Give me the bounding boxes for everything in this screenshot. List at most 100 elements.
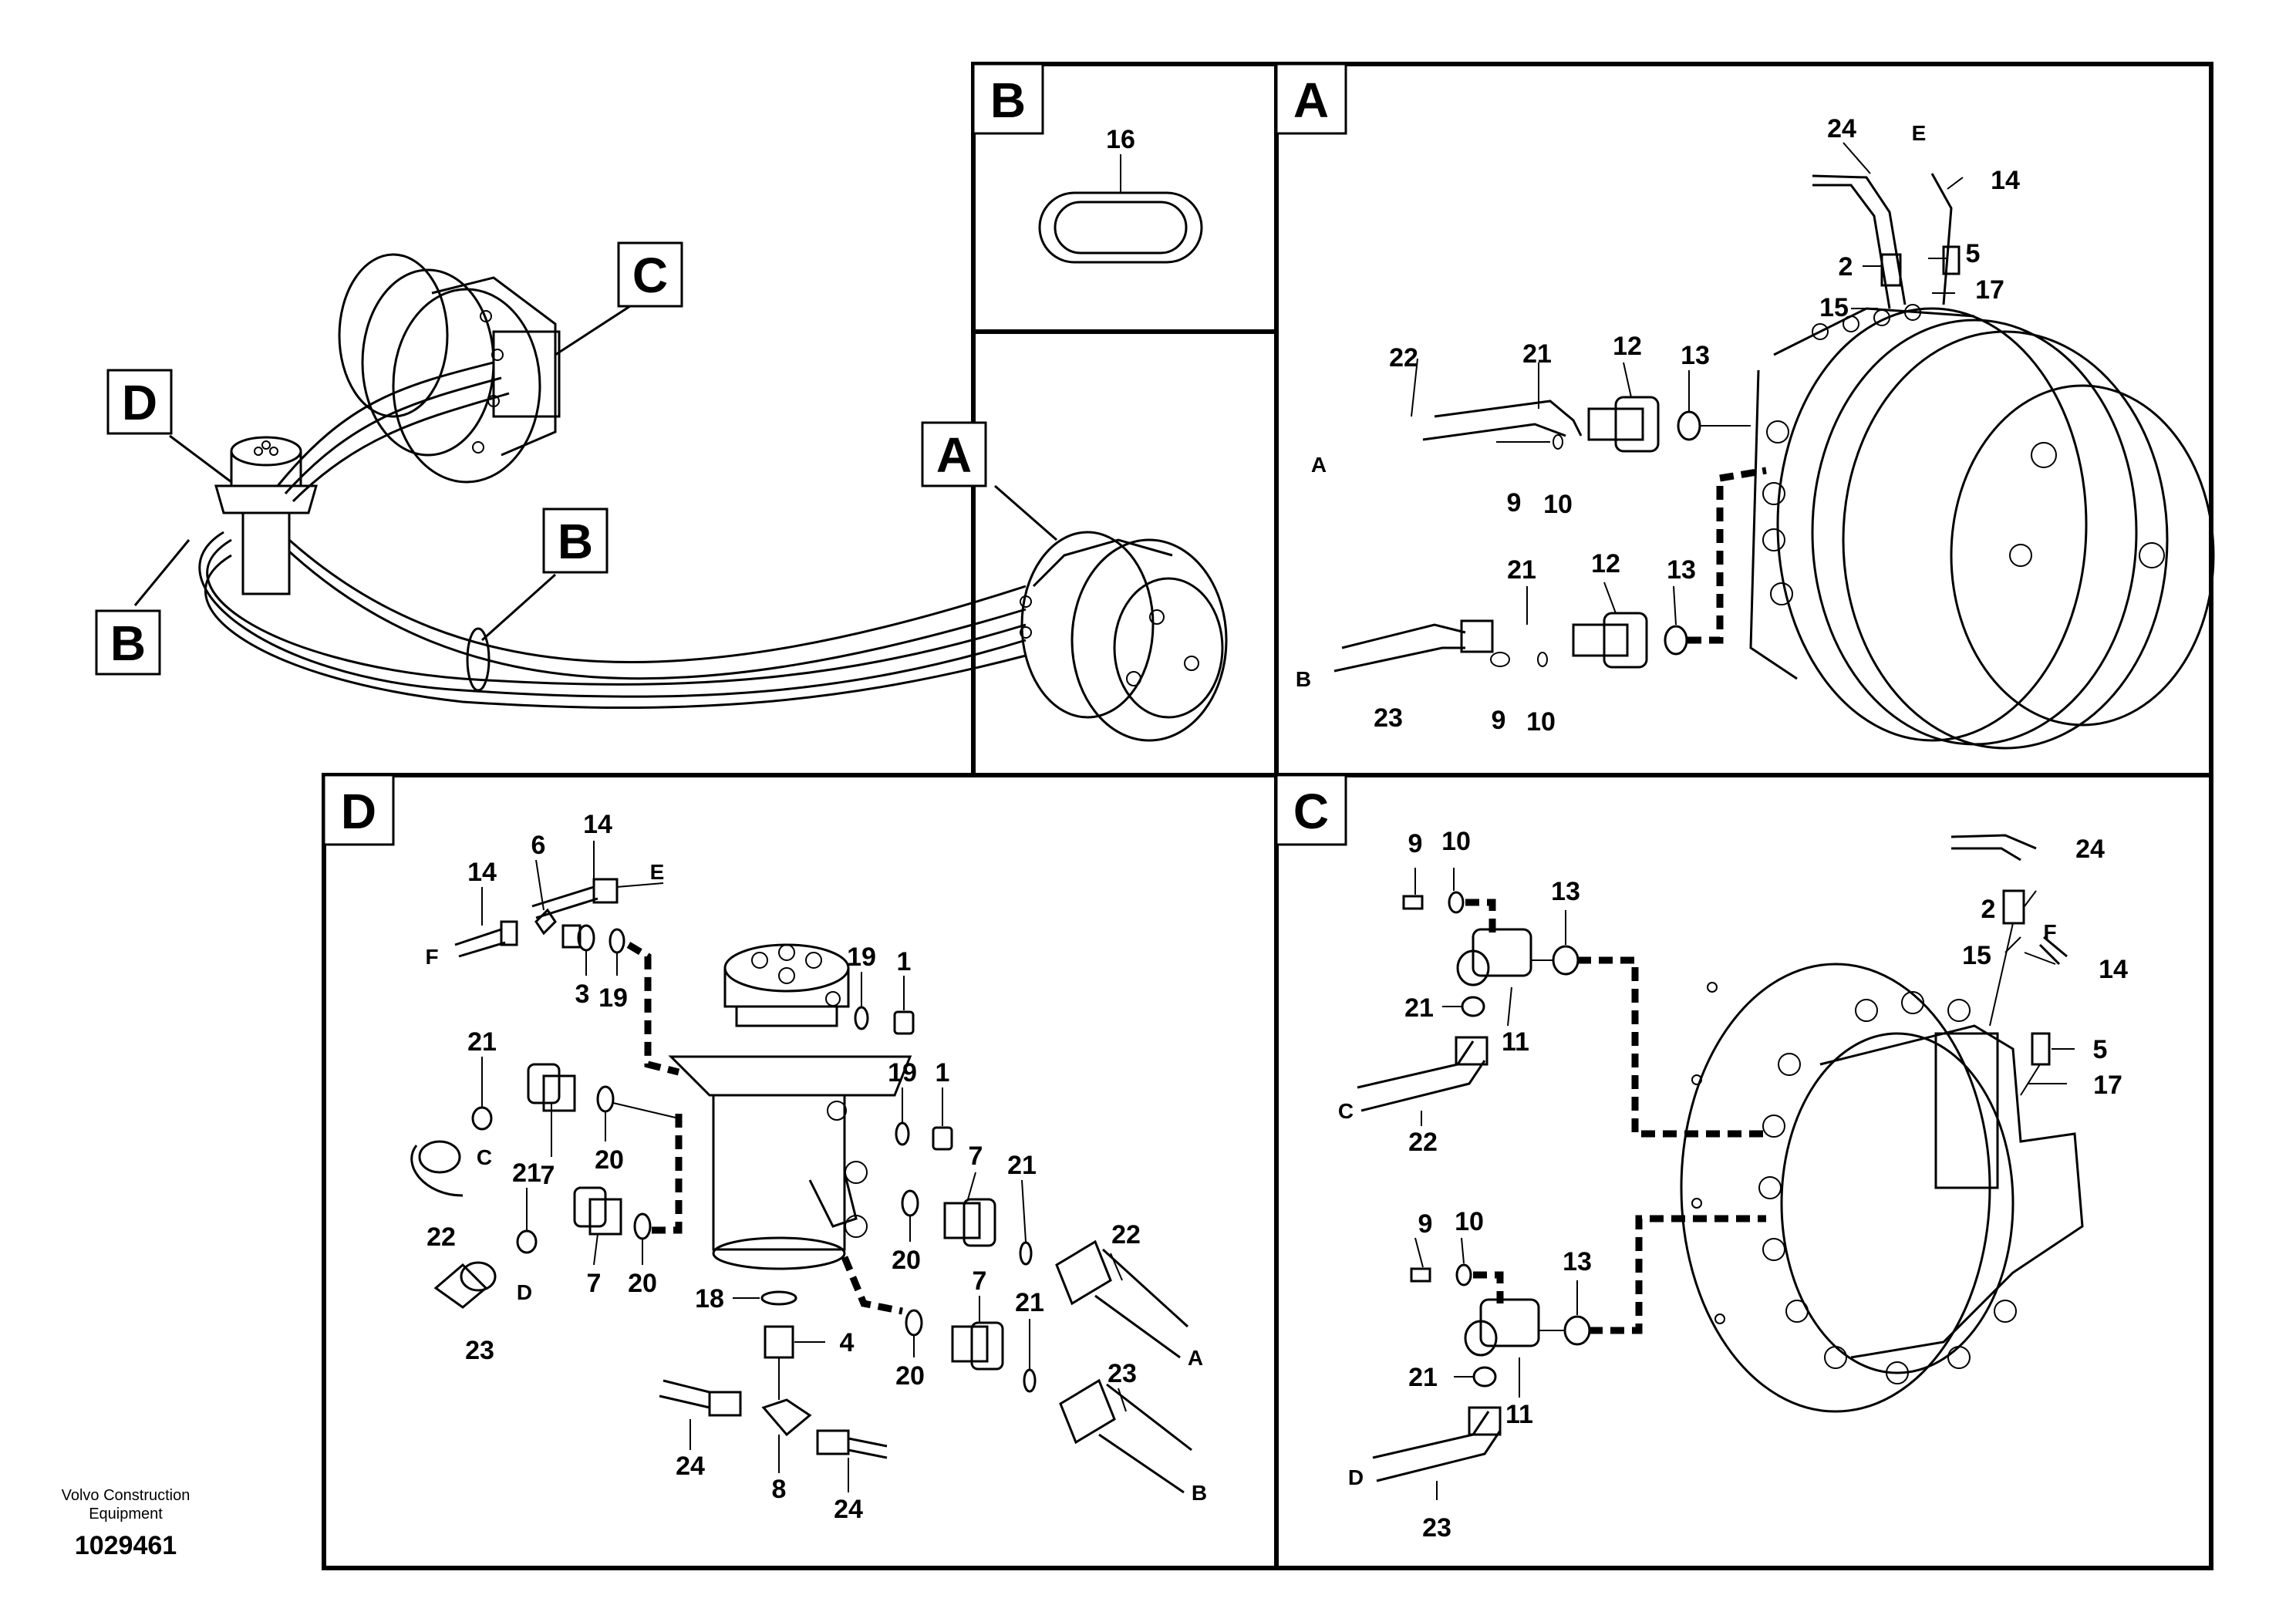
hose-end-label: A	[1188, 1346, 1203, 1370]
panel-b-tag: B	[990, 73, 1026, 128]
panel-b: B 16	[972, 62, 1203, 264]
part-label: 23	[1374, 703, 1403, 733]
seal-ring-inner	[1054, 201, 1188, 255]
part-label: 9	[1507, 488, 1522, 518]
part-label: 17	[2093, 1071, 2122, 1100]
part-label: 7	[587, 1269, 602, 1298]
part-label: 12	[1613, 332, 1642, 361]
part-label: 10	[1455, 1207, 1484, 1236]
part-label: 15	[1819, 293, 1849, 322]
panel-d: D	[322, 774, 1207, 1524]
overview-callout-c	[617, 241, 683, 308]
overview-callout-d	[106, 369, 173, 435]
hose-end-label: F	[2043, 920, 2056, 944]
part-label: 15	[1962, 941, 1991, 970]
part-label: 21	[1015, 1288, 1044, 1317]
part-label: 21	[1404, 993, 1434, 1023]
part-label: 24	[676, 1452, 705, 1481]
panel-d-tag: D	[341, 784, 376, 839]
panel-c-tag: C	[1293, 784, 1329, 839]
part-label: 21	[512, 1158, 541, 1188]
part-label: 22	[1408, 1128, 1438, 1157]
part-label: 5	[2093, 1035, 2108, 1064]
hose-end-label: E	[1912, 121, 1927, 145]
part-label: 24	[834, 1495, 863, 1524]
part-label: 7	[973, 1266, 987, 1296]
part-label: 2	[1839, 252, 1853, 282]
part-label: 13	[1563, 1247, 1592, 1276]
part-label: 22	[426, 1222, 456, 1252]
hose-end-label: C	[477, 1145, 492, 1169]
part-label: 17	[1975, 275, 2004, 305]
hose-end-label: C	[1338, 1099, 1354, 1123]
footer-block: Volvo Construction Equipment 1029461	[62, 1487, 190, 1560]
part-label: 23	[1108, 1359, 1137, 1388]
part-label: 6	[531, 831, 546, 860]
part-label: 9	[1408, 829, 1423, 858]
panel-a-travel-motor	[1749, 304, 2215, 750]
part-label: 9	[1492, 706, 1506, 735]
part-label: 19	[598, 983, 628, 1013]
overview-callout-d-label: D	[122, 375, 157, 430]
part-label: 10	[1543, 490, 1573, 519]
overview-callout-b-upper	[542, 508, 609, 574]
company-name-line2: Equipment	[89, 1506, 163, 1523]
overview-callout-b-lower-label: B	[110, 615, 146, 671]
part-label: 14	[2099, 955, 2128, 984]
part-label: 11	[1502, 1027, 1529, 1057]
part-label: 16	[1106, 125, 1135, 154]
panel-c-travel-motor	[1680, 963, 2084, 1413]
part-label: 7	[969, 1141, 983, 1171]
part-label: 20	[895, 1361, 925, 1391]
overview-callout-c-label: C	[632, 248, 668, 303]
part-label: 7	[541, 1161, 555, 1190]
part-label: 24	[2075, 835, 2105, 864]
overview-assembly: C D A B B	[95, 241, 1228, 742]
part-label: 9	[1418, 1209, 1433, 1239]
part-label: 14	[583, 810, 612, 839]
part-label: 4	[840, 1328, 855, 1357]
part-label: 10	[1526, 707, 1556, 737]
hose-end-label: D	[517, 1280, 532, 1304]
part-label: 20	[628, 1269, 657, 1298]
part-label: 11	[1505, 1400, 1533, 1429]
part-label: 21	[1507, 555, 1536, 585]
part-label: 5	[1966, 239, 1981, 268]
hose-end-label: A	[1311, 453, 1327, 477]
part-label: 14	[1991, 166, 2020, 195]
part-label: 24	[1827, 114, 1856, 143]
overview-hoses	[198, 361, 1027, 709]
company-name-line1: Volvo Construction	[62, 1487, 190, 1504]
part-label: 8	[772, 1475, 787, 1504]
overview-callout-b-upper-label: B	[558, 514, 593, 569]
part-label: 1	[936, 1058, 950, 1088]
lower-travel-motor	[1020, 531, 1228, 742]
part-label: 21	[467, 1027, 497, 1057]
part-label: 19	[847, 943, 876, 972]
hose-end-label: F	[425, 945, 438, 969]
part-label: 14	[467, 858, 497, 887]
hose-end-label: D	[1348, 1465, 1364, 1489]
part-label: 3	[575, 980, 590, 1009]
hose-end-label: B	[1296, 667, 1311, 691]
part-label: 13	[1667, 555, 1696, 585]
panel-c: C	[1275, 774, 2128, 1543]
part-label: 13	[1681, 341, 1710, 370]
part-label: 22	[1111, 1220, 1141, 1249]
part-label: 21	[1408, 1363, 1438, 1392]
upper-travel-motor	[338, 253, 561, 484]
part-label: 22	[1389, 343, 1418, 373]
panel-frames	[322, 62, 2213, 1570]
part-label: 10	[1441, 827, 1471, 856]
part-label: 23	[465, 1336, 494, 1365]
panel-a-tag: A	[1293, 73, 1329, 128]
part-label: 20	[595, 1145, 624, 1175]
part-label: 21	[1522, 339, 1552, 369]
overview-callout-a	[921, 421, 987, 487]
hose-end-label: B	[1192, 1481, 1207, 1505]
panel-a: A	[1275, 62, 2215, 750]
part-label: 12	[1591, 549, 1620, 578]
hose-end-label: E	[650, 860, 665, 884]
part-label: 21	[1007, 1151, 1037, 1180]
